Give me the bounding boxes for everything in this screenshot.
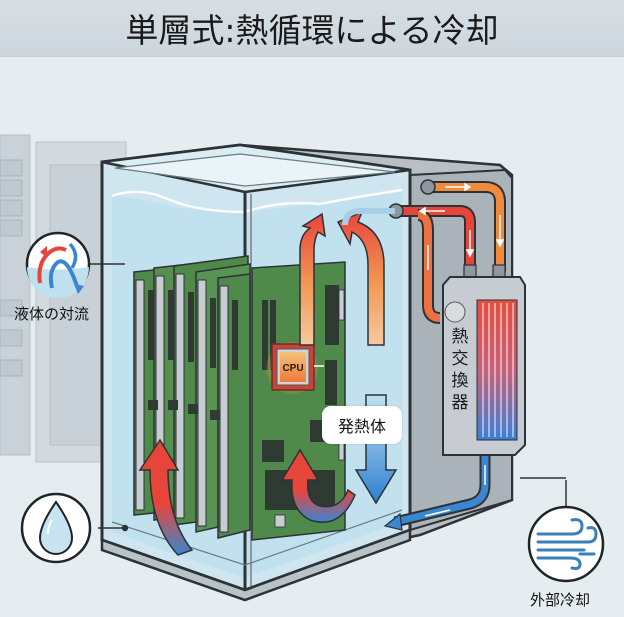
diagram-illustration: CPU [0, 134, 605, 602]
callout-lines [90, 263, 567, 532]
external-cooling-label: 外部冷却 [530, 591, 591, 609]
heat-exchanger-label: 熱 交 換 器 [449, 326, 471, 414]
title-bar: 単層式:熱循環による冷却 [0, 0, 624, 57]
water-drop-icon [20, 492, 92, 564]
convection-label: 液体の対流 [14, 305, 90, 323]
convection-loop-arrow-left [138, 438, 194, 556]
coolant-pipes [342, 179, 506, 531]
hot-rising-arrow [299, 212, 326, 346]
cpu-chip [271, 343, 324, 391]
diagram-scene: CPU [0, 56, 624, 617]
heat-source-label: 発熱体 [337, 417, 386, 436]
diagram-title: 単層式:熱循環による冷却 [125, 11, 499, 50]
cpu-label: CPU [282, 363, 303, 374]
heat-exchanger-label-char: 交 [451, 349, 469, 369]
heat-exchanger-label-char: 器 [451, 393, 469, 413]
heat-exchanger [442, 264, 526, 456]
wind-icon [527, 505, 605, 583]
heat-source-callout: 発熱体 [322, 406, 402, 444]
convection-loop-arrow-center [280, 448, 356, 523]
heat-exchanger-label-char: 換 [451, 371, 469, 391]
convection-arrows-icon [25, 231, 91, 298]
server-boards-stack [133, 255, 251, 539]
heat-exchanger-label-char: 熱 [451, 327, 469, 347]
